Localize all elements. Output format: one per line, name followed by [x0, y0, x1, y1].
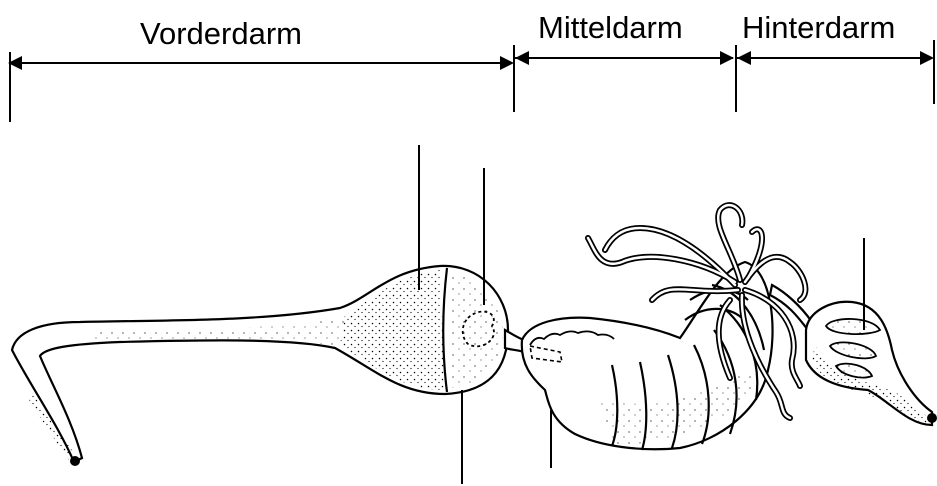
section-dimension-arrows	[8, 40, 934, 122]
label-mitteldarm: Mitteldarm	[538, 10, 683, 45]
crop-shading	[340, 270, 445, 390]
section-headers: Vorderdarm Mitteldarm Hinterdarm	[140, 10, 895, 51]
mitteldarm-arrowhead-right	[720, 51, 734, 65]
mouth-tip	[70, 456, 80, 466]
hinterdarm-arrowhead-left	[737, 51, 751, 65]
label-vorderdarm: Vorderdarm	[140, 16, 302, 51]
vorderdarm-arrowhead-right	[500, 56, 514, 70]
hinterdarm-arrowhead-right	[920, 51, 934, 65]
foregut	[12, 266, 524, 466]
anus-tip	[927, 413, 937, 423]
mitteldarm-arrowhead-left	[515, 51, 529, 65]
label-hinterdarm: Hinterdarm	[742, 10, 895, 45]
